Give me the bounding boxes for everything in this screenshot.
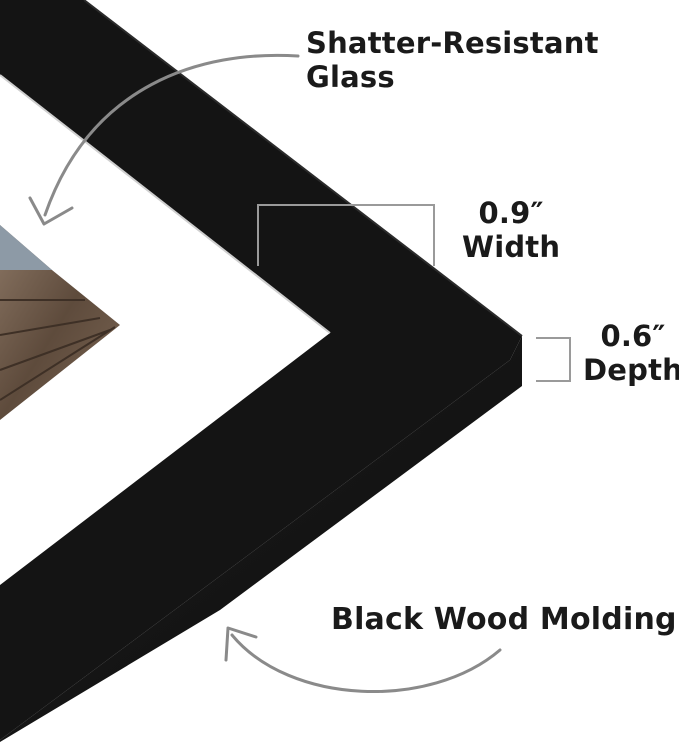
depth-value: 0.6″	[600, 319, 666, 353]
frame-edge-highlight	[83, 0, 523, 337]
width-bracket-icon	[257, 204, 435, 266]
molding-arrow-head-icon	[224, 626, 258, 662]
depth-label: 0.6″ Depth	[583, 319, 679, 387]
frame-depth-face	[0, 336, 522, 742]
mat-bevel	[0, 74, 331, 334]
width-value: 0.9″	[478, 196, 544, 230]
glass-label-line1: Shatter-Resistant	[306, 26, 599, 60]
depth-bracket-icon	[536, 337, 571, 382]
width-label: 0.9″ Width	[462, 196, 560, 264]
photo-plank-line	[0, 317, 101, 336]
photo-plank-line	[0, 329, 111, 371]
photo-plank-line	[0, 326, 116, 401]
mat-board	[0, 75, 330, 585]
glass-arrow-icon	[43, 53, 300, 217]
glass-label: Shatter-Resistant Glass	[306, 26, 599, 94]
photo-sky-strip	[0, 225, 52, 270]
depth-name: Depth	[583, 353, 679, 388]
photo-wood-deck	[0, 225, 120, 420]
glass-arrow-head-icon	[28, 196, 74, 226]
glass-label-line2: Glass	[306, 60, 395, 95]
width-name: Width	[462, 230, 561, 265]
molding-arrow-icon	[230, 633, 502, 693]
molding-label: Black Wood Molding	[331, 602, 677, 637]
molding-text: Black Wood Molding	[331, 602, 677, 637]
